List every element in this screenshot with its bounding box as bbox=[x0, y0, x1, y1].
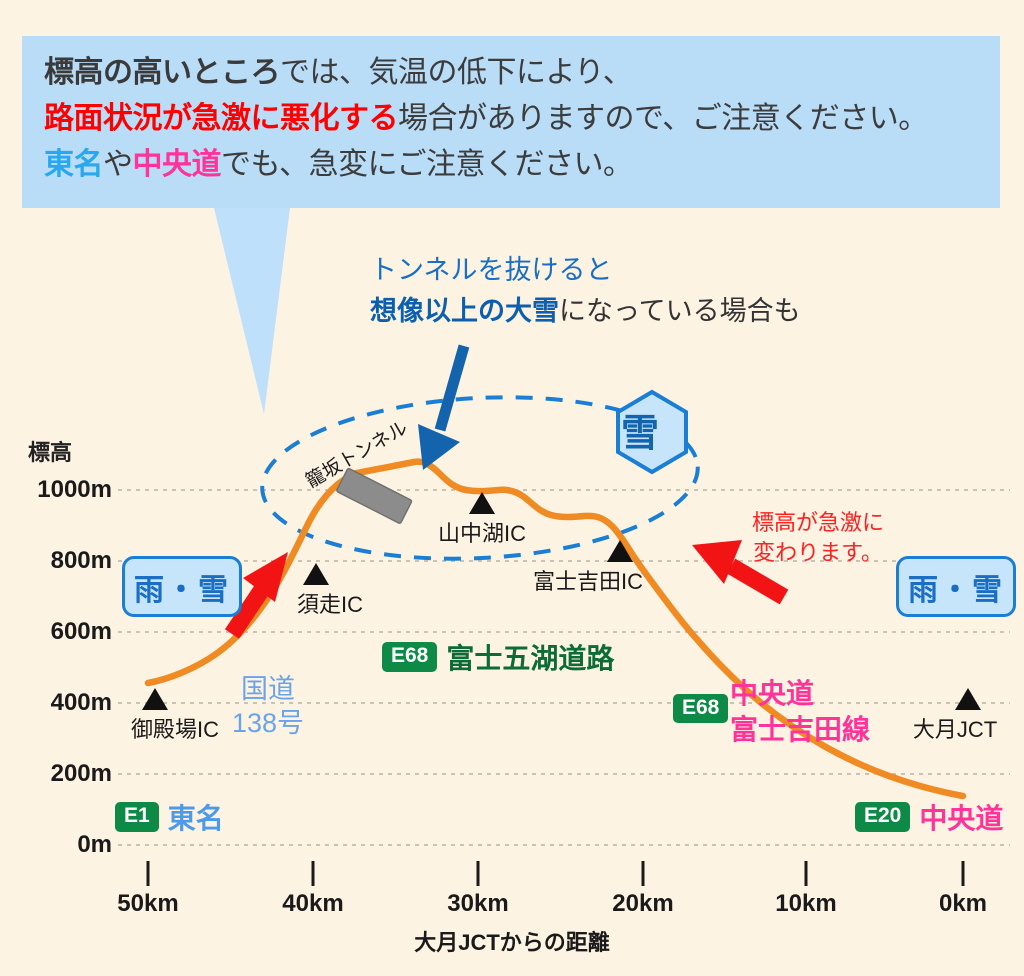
callout-line-3: 東名や中央道でも、急変にご注意ください。 bbox=[44, 142, 982, 188]
route-badge-e68-fujigoko: E68 bbox=[382, 642, 438, 672]
callout-line2-highlight: 路面状況が急激に悪化する bbox=[44, 102, 399, 135]
callout-line3-ya: や bbox=[103, 148, 133, 181]
callout-line-2: 路面状況が急激に悪化する場合がありますので、ご注意ください。 bbox=[44, 96, 982, 142]
x-tick-10km: 10km bbox=[775, 890, 837, 917]
tunnel-note-line2: 想像以上の大雪になっている場合も bbox=[370, 290, 801, 332]
callout-line1-rest: では、気温の低下により、 bbox=[280, 56, 633, 89]
route-name-tomei: 東名 bbox=[167, 803, 224, 834]
y-tick-0: 0m bbox=[77, 831, 112, 858]
elevation-profile-line bbox=[144, 458, 967, 800]
y-tick-200: 200m bbox=[50, 760, 112, 787]
y-tick-600: 600m bbox=[50, 618, 112, 645]
warning-callout-banner: 標高の高いところでは、気温の低下により、 路面状況が急激に悪化する場合があります… bbox=[22, 36, 1000, 208]
ic-label-gotemba: 御殿場IC bbox=[130, 717, 220, 742]
ic-marker-gotemba bbox=[142, 688, 168, 710]
ic-marker-subashiri bbox=[303, 563, 329, 585]
weather-box-right: 雨・雪 bbox=[896, 556, 1016, 617]
route-badge-e20-chuo: E20 bbox=[855, 802, 911, 832]
callout-chuo-highlight: 中央道 bbox=[132, 148, 222, 181]
snow-zone-ellipse bbox=[260, 395, 700, 561]
y-tick-400: 400m bbox=[50, 689, 112, 716]
snow-hexagon-badge bbox=[616, 389, 688, 475]
chuo-fujiyoshida-line2: 富士吉田線 bbox=[730, 714, 871, 745]
route-label-chuo: E20 中央道 bbox=[855, 797, 1003, 837]
y-tick-800: 800m bbox=[50, 547, 112, 574]
route-name-chuo-fujiyoshida: 中央道 富士吉田線 bbox=[730, 676, 870, 748]
route-name-chuo: 中央道 bbox=[919, 803, 1004, 834]
y-tick-1000: 1000m bbox=[37, 476, 112, 503]
tunnel-annotation-text: トンネルを抜けると 想像以上の大雪になっている場合も bbox=[370, 250, 801, 332]
warn-note-line2: 変わります。 bbox=[753, 540, 883, 565]
elevation-warning-note: 標高が急激に 変わります。 bbox=[752, 508, 884, 568]
x-tick-30km: 30km bbox=[447, 890, 509, 917]
weather-box-left: 雨・雪 bbox=[122, 556, 242, 617]
callout-tomei-highlight: 東名 bbox=[44, 148, 104, 181]
ic-marker-yamanakako bbox=[469, 492, 495, 514]
snow-badge-label: 雪 bbox=[621, 413, 660, 455]
ic-label-yamanakako: 山中湖IC bbox=[437, 521, 527, 546]
route-badge-e1-tomei: E1 bbox=[115, 802, 159, 832]
route-label-fujigoko: E68 富士五湖道路 bbox=[382, 637, 614, 677]
kagosaka-tunnel-bar bbox=[336, 467, 413, 524]
tunnel-note-line1: トンネルを抜けると bbox=[370, 255, 613, 285]
y-axis-title: 標高 bbox=[28, 440, 73, 465]
route-label-chuo-fujiyoshida: E68 bbox=[673, 694, 729, 724]
ic-label-otsuki: 大月JCT bbox=[912, 717, 998, 742]
chuo-fujiyoshida-line1: 中央道 bbox=[730, 678, 815, 709]
route-badge-e68-chuo-fujiyoshida: E68 bbox=[673, 694, 729, 724]
callout-tail bbox=[214, 208, 290, 414]
right-red-arrow bbox=[692, 540, 789, 605]
ic-label-fujiyoshida: 富士吉田IC bbox=[532, 569, 644, 594]
route-name-fujigoko: 富士五湖道路 bbox=[446, 643, 615, 674]
tunnel-note-line2-rest: になっている場合も bbox=[559, 296, 801, 326]
left-red-arrow bbox=[224, 552, 288, 639]
x-tick-0km: 0km bbox=[938, 890, 988, 917]
x-axis-ticks bbox=[146, 861, 965, 886]
kokudo-line1: 国道 bbox=[241, 674, 296, 704]
callout-line-1: 標高の高いところでは、気温の低下により、 bbox=[44, 50, 982, 96]
tunnel-note-line2-bold: 想像以上の大雪 bbox=[370, 296, 559, 326]
ic-marker-fujiyoshida bbox=[607, 540, 633, 562]
x-tick-20km: 20km bbox=[612, 890, 674, 917]
x-tick-50km: 50km bbox=[117, 890, 179, 917]
callout-line1-bold: 標高の高いところ bbox=[44, 56, 281, 89]
x-axis-title: 大月JCTからの距離 bbox=[414, 930, 610, 955]
route-label-tomei: E1 東名 bbox=[115, 797, 224, 837]
kokudo-line2: 138号 bbox=[232, 708, 305, 738]
callout-line2-rest: 場合がありますので、ご注意ください。 bbox=[398, 102, 928, 135]
ic-label-subashiri: 須走IC bbox=[296, 592, 364, 617]
warn-note-line1: 標高が急激に bbox=[752, 510, 885, 535]
ic-markers bbox=[142, 492, 981, 710]
x-tick-40km: 40km bbox=[282, 890, 344, 917]
tunnel-annotation-arrow bbox=[418, 344, 470, 470]
ic-marker-otsuki bbox=[955, 688, 981, 710]
callout-line3-rest: でも、急変にご注意ください。 bbox=[221, 148, 633, 181]
route-label-kokudo-138: 国道 138号 bbox=[232, 672, 304, 740]
